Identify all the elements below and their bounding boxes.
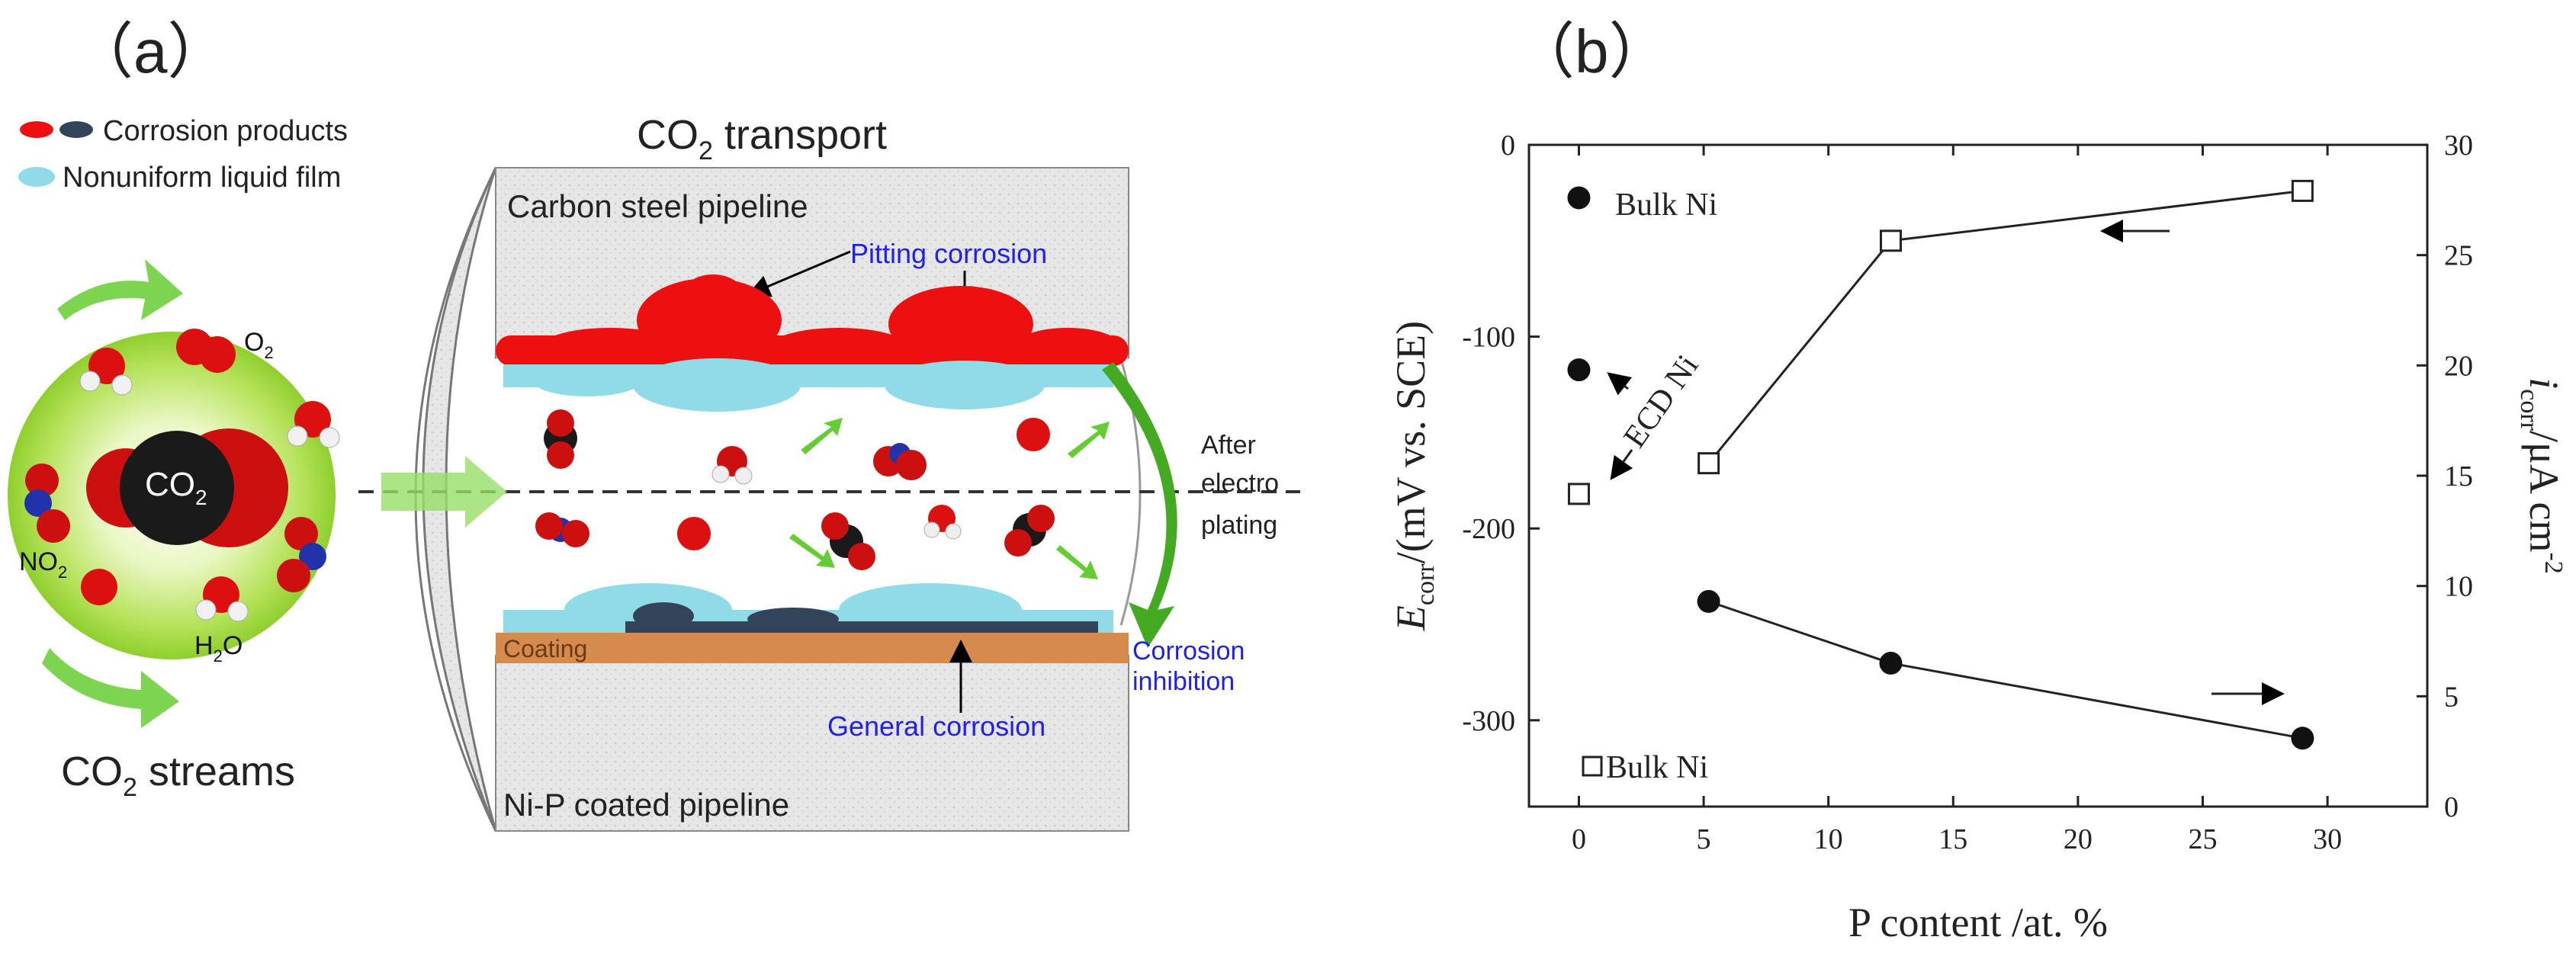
data-point-square bbox=[2291, 179, 2314, 202]
oxygen-atom bbox=[81, 569, 117, 605]
panel-b-label: （b） bbox=[1514, 18, 1670, 85]
x-tick-label: 0 bbox=[1572, 823, 1586, 855]
y-axis-right-label: icorr/μA cm-2 bbox=[2515, 377, 2568, 574]
series-line-E_corr bbox=[1707, 189, 2303, 464]
data-point-square bbox=[1879, 229, 1902, 252]
corrosion-red-swatch bbox=[20, 121, 53, 138]
electroplating-arrow-icon bbox=[1102, 362, 1177, 648]
x-tick-label: 5 bbox=[1697, 823, 1711, 855]
corrosion-products-top bbox=[496, 274, 1129, 366]
y-right-tick-label: 5 bbox=[2444, 681, 2459, 713]
pipeline-illustration: CO2 transport Carbon steel pipeline Pitt… bbox=[358, 112, 1300, 832]
h2o-molecule bbox=[79, 348, 133, 396]
y-right-tick-label: 15 bbox=[2444, 460, 2473, 492]
plot-frame bbox=[1527, 143, 2429, 808]
inhibition-label-2: inhibition bbox=[1132, 667, 1235, 696]
h2o-molecule bbox=[195, 576, 249, 622]
no2-label: NO2 bbox=[19, 547, 67, 582]
co2-carbon bbox=[120, 431, 234, 545]
data-point-circle bbox=[1567, 186, 1591, 210]
corrosion-dark-swatch bbox=[59, 121, 93, 138]
green-arrow-small-icon bbox=[801, 418, 843, 454]
y-right-tick-label: 25 bbox=[2444, 240, 2473, 272]
y-axis-left-label: Ecorr/(mV vs. SCE) bbox=[1388, 321, 1440, 631]
annotation-bulk-ni-top: Bulk Ni bbox=[1615, 188, 1717, 223]
flow-arrow-icon bbox=[381, 456, 507, 528]
interior-molecules bbox=[535, 409, 1055, 570]
data-point-square bbox=[1698, 452, 1720, 475]
y-left-tick-label: -300 bbox=[1462, 705, 1515, 737]
ni-p-steel-wall bbox=[495, 655, 1129, 832]
y-axis-left: 0 -100 -200 -300 bbox=[1462, 130, 1540, 737]
coating-layer bbox=[496, 633, 1129, 663]
data-point-circle bbox=[1567, 358, 1591, 382]
legend: Corrosion products Nonuniform liquid fil… bbox=[18, 115, 348, 194]
after-label: After bbox=[1201, 431, 1256, 460]
pitting-corrosion-label: Pitting corrosion bbox=[850, 238, 1047, 269]
o2-molecule: O2 bbox=[176, 328, 274, 373]
carbon-steel-label: Carbon steel pipeline bbox=[507, 188, 808, 224]
liquid-film-swatch bbox=[18, 167, 55, 187]
annotation-ecd-ni: ECD Ni bbox=[1617, 349, 1706, 454]
h2o-label: H2O bbox=[194, 631, 243, 666]
y-right-tick-label: 10 bbox=[2444, 571, 2473, 603]
panel-a-label: （a） bbox=[72, 18, 229, 85]
green-arrow-small-icon bbox=[1056, 545, 1098, 579]
y-right-tick-label: 20 bbox=[2444, 350, 2473, 382]
x-axis: 0 5 10 15 20 25 30 bbox=[1572, 145, 2342, 855]
green-arrow-bottom-icon bbox=[42, 648, 179, 728]
y-right-tick-label: 0 bbox=[2444, 791, 2459, 823]
annotation-bulk-ni-bottom: Bulk Ni bbox=[1606, 750, 1708, 785]
data-point-circle bbox=[2291, 727, 2314, 750]
x-tick-label: 30 bbox=[2313, 823, 2342, 855]
y-left-tick-label: 0 bbox=[1501, 130, 1515, 162]
ecd-ni-arrow-circle bbox=[1607, 372, 1633, 396]
o2-label: O2 bbox=[244, 328, 274, 362]
x-tick-label: 15 bbox=[1938, 823, 1967, 855]
panel-a: （a） Corrosion products Nonuniform liquid… bbox=[8, 18, 1300, 832]
x-tick-label: 25 bbox=[2189, 823, 2218, 855]
x-axis-label: P content /at. % bbox=[1848, 900, 2108, 945]
pitting-arrow-1 bbox=[747, 250, 851, 297]
y-left-tick-label: -100 bbox=[1462, 322, 1515, 354]
x-tick-label: 20 bbox=[2064, 823, 2093, 855]
data-point-circle bbox=[1697, 589, 1720, 613]
legend-corrosion-products: Corrosion products bbox=[103, 115, 348, 147]
no2-molecule bbox=[277, 517, 326, 592]
ecd-ni-arrow-square bbox=[1610, 449, 1633, 480]
no2-molecule bbox=[24, 464, 70, 543]
data-point-square bbox=[1567, 483, 1590, 505]
y-axis-right: 0 5 10 15 20 25 30 bbox=[2417, 130, 2473, 823]
ni-p-pipeline-label: Ni-P coated pipeline bbox=[503, 787, 789, 823]
liquid-film-top bbox=[503, 358, 1113, 412]
series-line-i_corr bbox=[1708, 600, 2303, 739]
data-point-circle bbox=[1879, 651, 1903, 675]
co2-transport-title: CO2 transport bbox=[637, 112, 887, 165]
h2o-molecule bbox=[287, 401, 340, 448]
co2-streams-label: CO2 streams bbox=[61, 749, 295, 802]
green-arrow-top-icon bbox=[57, 259, 183, 320]
y-right-tick-label: 30 bbox=[2444, 130, 2473, 162]
co2-streams-illustration: CO2 O2 H2O bbox=[8, 259, 340, 802]
panel-b: （b） 0 5 10 15 20 25 30 0 -100 -200 -300 0 5 10 15 20 2… bbox=[1388, 18, 2568, 945]
co2-label: CO2 bbox=[145, 466, 207, 509]
green-arrow-small-icon bbox=[1068, 422, 1110, 458]
coating-label: Coating bbox=[503, 635, 587, 662]
general-corrosion-label: General corrosion bbox=[827, 711, 1045, 742]
series-layer bbox=[1567, 179, 2314, 750]
green-arrow-small-icon bbox=[789, 534, 835, 568]
y-left-tick-label: -200 bbox=[1462, 513, 1515, 545]
legend-liquid-film: Nonuniform liquid film bbox=[63, 162, 341, 194]
inhibition-label-1: Corrosion bbox=[1132, 637, 1245, 666]
plating-label: plating bbox=[1201, 511, 1277, 540]
x-tick-label: 10 bbox=[1814, 823, 1843, 855]
general-corrosion-layer bbox=[625, 602, 1098, 635]
electro-label: electro bbox=[1201, 469, 1279, 498]
bulk-ni-square-marker bbox=[1582, 755, 1603, 777]
